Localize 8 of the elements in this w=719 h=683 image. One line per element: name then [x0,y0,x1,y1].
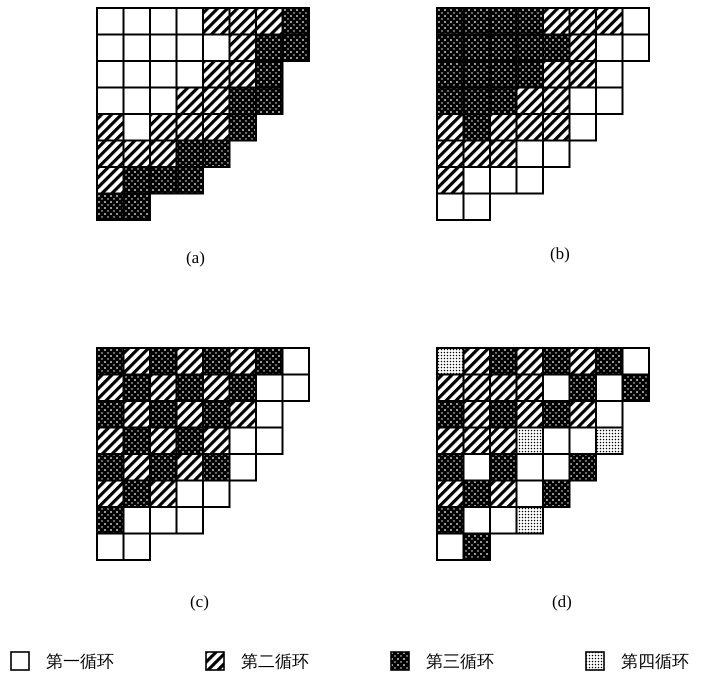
legend-label: 第一循环 [46,651,114,673]
legend-label: 第三循环 [426,651,494,673]
legend-label: 第二循环 [241,651,309,673]
panel-label: (b) [550,244,570,264]
panel-label: (d) [552,592,572,612]
panel-label: (c) [190,592,209,612]
panel-label: (a) [186,248,205,268]
legend-label: 第四循环 [621,651,689,673]
